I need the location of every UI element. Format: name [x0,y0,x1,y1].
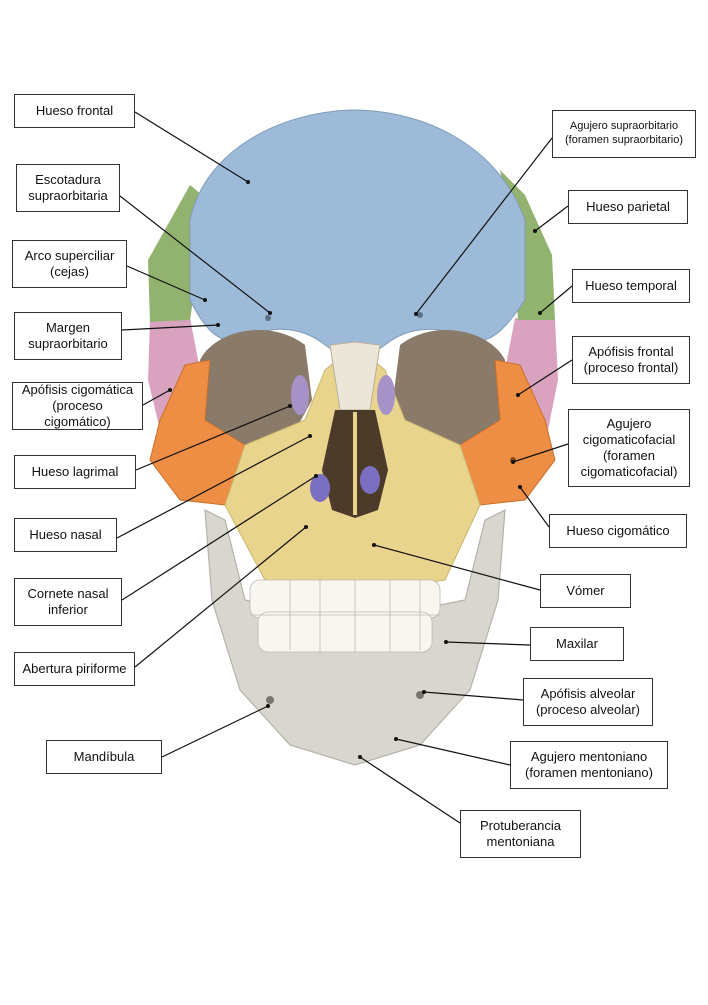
leader-hueso-frontal [135,112,248,182]
leader-cigomatico [520,487,549,527]
label-agujero-supraorbitario: Agujero supraorbitario (foramen supraorb… [552,110,696,158]
leader-parietal [535,206,568,231]
foramen-supraorbital-right [417,312,423,318]
lacrimal-right [377,375,395,415]
label-agujero-cigomaticofacial: Agujero cigomaticofacial (foramen cigoma… [568,409,690,487]
leader-mandibula [162,706,268,757]
label-cornete-nasal-inferior: Cornete nasal inferior [14,578,122,626]
label-hueso-nasal: Hueso nasal [14,518,117,552]
label-agujero-mentoniano: Agujero mentoniano (foramen mentoniano) [510,741,668,789]
foramen-supraorbital-left [265,315,271,321]
label-apofisis-alveolar: Apófisis alveolar (proceso alveolar) [523,678,653,726]
teeth [250,580,440,652]
concha-right [360,466,380,494]
label-hueso-lagrimal: Hueso lagrimal [14,455,136,489]
label-escotadura-supraorbitaria: Escotadura supraorbitaria [16,164,120,212]
label-hueso-temporal: Hueso temporal [572,269,690,303]
label-hueso-parietal: Hueso parietal [568,190,688,224]
label-hueso-frontal: Hueso frontal [14,94,135,128]
lacrimal-left [291,375,309,415]
label-hueso-cigomatico: Hueso cigomático [549,514,687,548]
label-maxilar: Maxilar [530,627,624,661]
label-margen-supraorbitario: Margen supraorbitario [14,312,122,360]
label-mandibula: Mandíbula [46,740,162,774]
leader-protuberancia [360,757,460,823]
leader-mentoniano [396,739,510,765]
label-abertura-piriforme: Abertura piriforme [14,652,135,686]
label-arco-superciliar: Arco superciliar (cejas) [12,240,127,288]
label-apofisis-frontal: Apófisis frontal (proceso frontal) [572,336,690,384]
label-apofisis-cigomatica: Apófisis cigomática (proceso cigomático) [12,382,143,430]
label-protuberancia-mentoniana: Protuberancia mentoniana [460,810,581,858]
label-vomer: Vómer [540,574,631,608]
foramen-mental-left [266,696,274,704]
